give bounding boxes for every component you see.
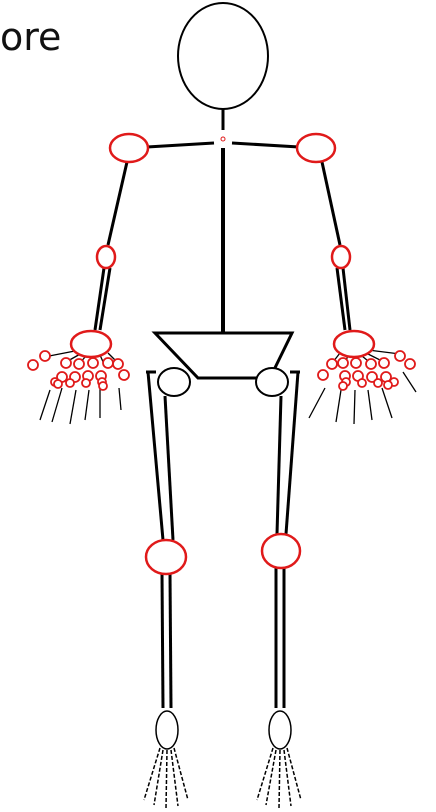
- right-wrist-joint: [334, 331, 374, 357]
- left-ankle-joint: [156, 711, 178, 749]
- left-knee-joint: [146, 540, 186, 574]
- right-hip-joint: [256, 368, 288, 396]
- shoulder-line-right: [232, 143, 299, 147]
- left-shin-b: [170, 573, 171, 708]
- right-shoulder-joint: [297, 134, 335, 162]
- left-shin-a: [162, 573, 163, 708]
- right-elbow-joint: [332, 246, 350, 268]
- left-finger-joints: [28, 351, 129, 390]
- left-upper-arm: [108, 162, 127, 245]
- left-thigh-b: [165, 396, 173, 540]
- left-thigh-a: [148, 372, 163, 540]
- neck-joint: [221, 137, 225, 141]
- right-upper-arm: [322, 162, 340, 245]
- shoulder-line-left: [147, 143, 214, 147]
- left-wrist-joint: [71, 331, 111, 357]
- left-foot-toes: [144, 748, 188, 808]
- right-foot-toes: [257, 748, 301, 808]
- left-shoulder-joint: [110, 134, 148, 162]
- left-elbow-joint: [97, 246, 115, 268]
- right-thigh-a: [286, 372, 298, 534]
- right-thigh-b: [277, 396, 281, 534]
- left-hip-joint: [158, 368, 190, 396]
- right-knee-joint: [262, 534, 300, 568]
- right-finger-joints: [318, 351, 415, 390]
- head: [178, 3, 268, 109]
- right-ankle-joint: [269, 711, 291, 749]
